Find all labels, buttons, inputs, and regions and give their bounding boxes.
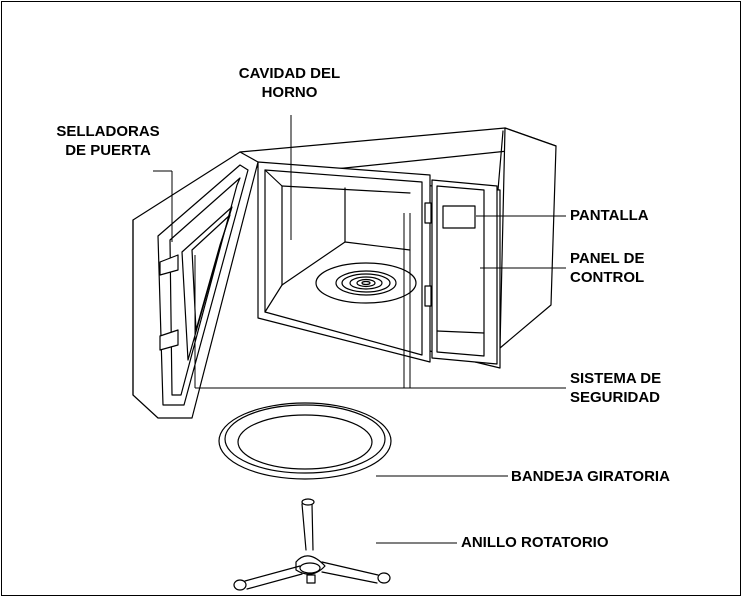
oven-cavity bbox=[257, 161, 431, 363]
cavity-glass-tray bbox=[315, 262, 417, 304]
turntable-tray bbox=[218, 402, 392, 480]
label-display: PANTALLA bbox=[570, 207, 649, 224]
leader-lines bbox=[153, 115, 566, 544]
control-panel-area bbox=[431, 179, 498, 365]
label-roller-ring: ANILLO ROTATORIO bbox=[461, 534, 609, 551]
label-oven-cavity-line1: CAVIDAD DEL bbox=[238, 65, 341, 82]
label-turntable: BANDEJA GIRATORIA bbox=[511, 468, 670, 485]
label-door-seals-line2: DE PUERTA bbox=[65, 142, 151, 159]
label-control-panel: PANEL DE CONTROL bbox=[570, 249, 644, 287]
label-oven-cavity-line2: HORNO bbox=[261, 84, 318, 101]
label-safety-system-line1: SISTEMA DE bbox=[570, 370, 662, 387]
label-safety-system-line2: SEGURIDAD bbox=[570, 389, 661, 406]
label-door-seals: SELLADORAS DE PUERTA bbox=[38, 122, 178, 160]
label-control-panel-line2: CONTROL bbox=[570, 269, 645, 286]
roller-ring bbox=[233, 498, 391, 591]
safety-latches bbox=[424, 202, 432, 307]
label-safety-system: SISTEMA DE SEGURIDAD bbox=[570, 369, 661, 407]
label-control-panel-line1: PANEL DE bbox=[570, 250, 645, 267]
label-door-seals-line1: SELLADORAS bbox=[56, 123, 160, 140]
label-oven-cavity: CAVIDAD DEL HORNO bbox=[212, 64, 367, 102]
